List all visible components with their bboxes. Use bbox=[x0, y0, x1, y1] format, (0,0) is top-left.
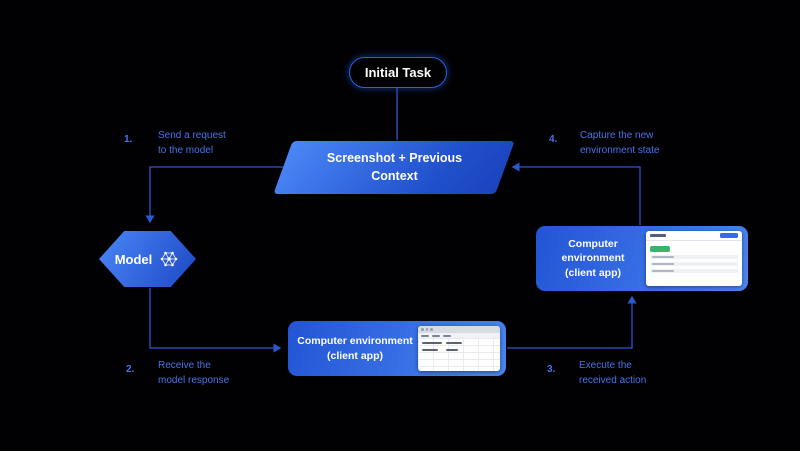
app-window-thumbnail-bottom bbox=[418, 326, 500, 371]
connector-env-bottom-to-env-right bbox=[507, 295, 637, 349]
thumbnail-green-button bbox=[650, 246, 670, 252]
computer-environment-node-right: Computer environment (client app) bbox=[536, 226, 748, 291]
model-node: Model bbox=[99, 231, 196, 287]
step-3-label: Execute the received action bbox=[579, 360, 647, 386]
connector-context-to-model bbox=[145, 166, 289, 224]
step-1-label: Send a request to the model bbox=[158, 130, 226, 156]
thumbnail-blue-button bbox=[720, 233, 738, 238]
step-2-number: 2. bbox=[126, 364, 135, 375]
thumbnail-table-text bbox=[422, 342, 442, 344]
thumbnail-table-text bbox=[422, 349, 438, 351]
connector-env-right-to-context bbox=[511, 162, 641, 225]
model-label: Model bbox=[114, 251, 153, 267]
computer-environment-bottom-label: Computer environment (client app) bbox=[297, 335, 413, 362]
screenshot-context-label: Screenshot + Previous Context bbox=[326, 151, 462, 183]
step-3-number: 3. bbox=[547, 364, 556, 375]
thumbnail-toolbar bbox=[646, 231, 742, 241]
app-window-thumbnail-right bbox=[646, 231, 742, 286]
initial-task-label: Initial Task bbox=[364, 65, 432, 80]
thumbnail-titlebar bbox=[418, 326, 500, 333]
step-4-number: 4. bbox=[549, 134, 558, 145]
step-2-label: Receive the model response bbox=[158, 360, 230, 386]
computer-environment-right-label: Computer environment (client app) bbox=[561, 238, 625, 279]
thumbnail-list-row bbox=[650, 255, 738, 259]
connector-model-to-env-bottom bbox=[149, 288, 282, 353]
initial-task-node: Initial Task bbox=[349, 57, 447, 88]
thumbnail-list-body bbox=[646, 241, 742, 279]
step-4-label: Capture the new environment state bbox=[580, 130, 660, 156]
thumbnail-list-row bbox=[650, 269, 738, 273]
thumbnail-logo bbox=[650, 234, 666, 237]
thumbnail-table-text bbox=[446, 349, 458, 351]
screenshot-context-node: Screenshot + Previous Context bbox=[273, 141, 515, 194]
computer-environment-node-bottom: Computer environment (client app) bbox=[288, 321, 506, 376]
thumbnail-list-row bbox=[650, 262, 738, 266]
model-network-icon bbox=[160, 251, 178, 267]
step-1-number: 1. bbox=[124, 134, 133, 145]
thumbnail-table-text bbox=[446, 342, 462, 344]
